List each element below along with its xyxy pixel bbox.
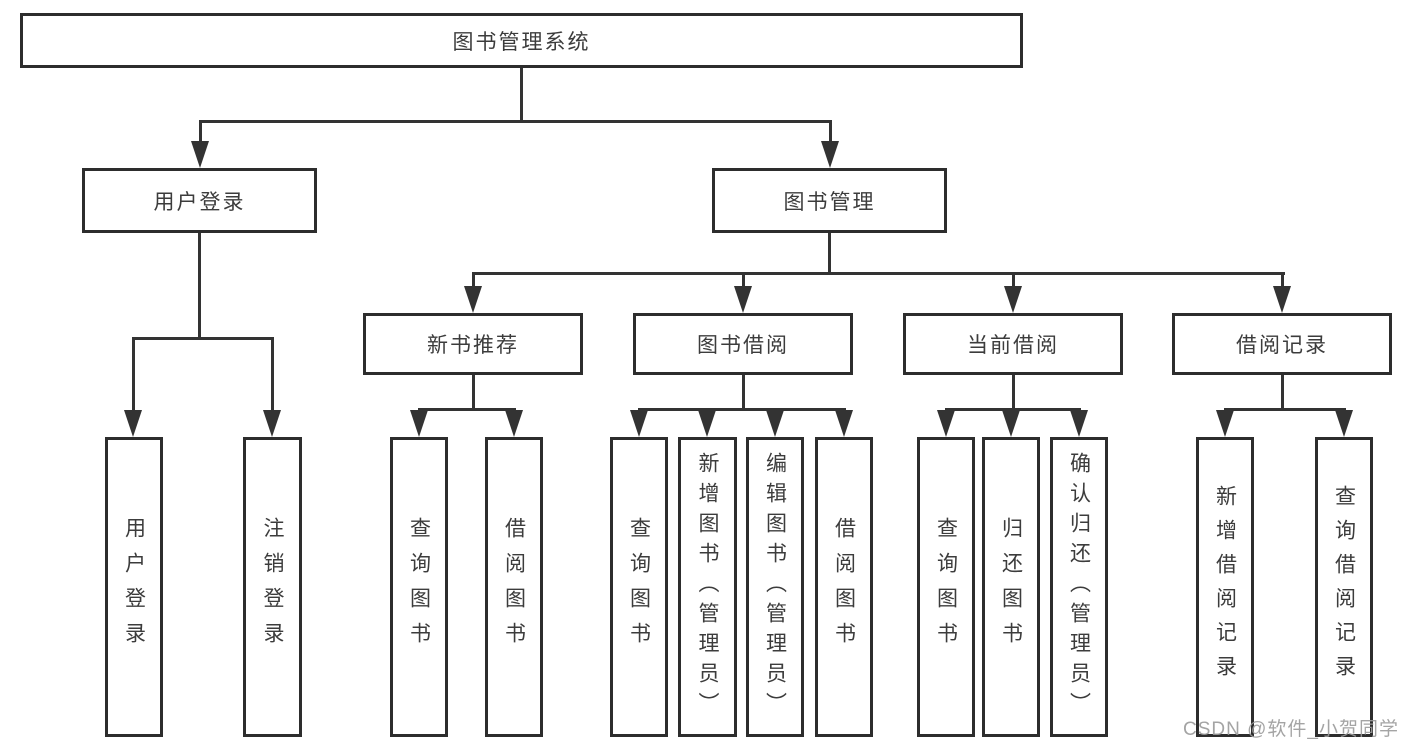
connector-branch xyxy=(132,337,274,340)
arrow-down-icon xyxy=(1335,410,1353,437)
leaf-borrow-books: 借阅图书 xyxy=(815,437,873,737)
leaf-label: 查询图书 xyxy=(934,517,958,657)
arrow-down-icon xyxy=(191,141,209,168)
leaf-label: 新增图书（管理员） xyxy=(696,452,719,722)
node-borrowing-records: 借阅记录 xyxy=(1172,313,1392,375)
arrow-down-icon xyxy=(464,286,482,313)
leaf-query-books-current: 查询图书 xyxy=(917,437,975,737)
arrow-down-icon xyxy=(734,286,752,313)
arrow-down-icon xyxy=(410,410,428,437)
node-new-book-recommendation: 新书推荐 xyxy=(363,313,583,375)
arrow-down-icon xyxy=(263,410,281,437)
csdn-watermark: CSDN @软件_小贺同学 xyxy=(1183,719,1399,740)
connector-stem xyxy=(472,375,475,408)
connector-branch xyxy=(1224,408,1346,411)
leaf-label: 查询借阅记录 xyxy=(1332,485,1356,689)
leaf-label: 查询图书 xyxy=(627,517,651,657)
connector-stem xyxy=(1012,375,1015,408)
connector-root-branch xyxy=(199,120,832,123)
leaf-label: 编辑图书（管理员） xyxy=(763,452,787,722)
node-user-login: 用户登录 xyxy=(82,168,317,233)
connector-branch xyxy=(945,408,1081,411)
connector-branch xyxy=(638,408,846,411)
node-current-borrowing: 当前借阅 xyxy=(903,313,1123,375)
connector-drop xyxy=(829,120,832,143)
arrow-down-icon xyxy=(835,410,853,437)
connector-stem xyxy=(742,375,745,408)
arrow-down-icon xyxy=(124,410,142,437)
connector-drop xyxy=(1012,272,1015,288)
connector-stem xyxy=(198,233,201,337)
node-library-management-system: 图书管理系统 xyxy=(20,13,1023,68)
node-book-management: 图书管理 xyxy=(712,168,947,233)
arrow-down-icon xyxy=(1273,286,1291,313)
connector-drop xyxy=(132,337,135,412)
leaf-return-books: 归还图书 xyxy=(982,437,1040,737)
arrow-down-icon xyxy=(1216,410,1234,437)
leaf-borrow-books-recommend: 借阅图书 xyxy=(485,437,543,737)
node-book-borrowing: 图书借阅 xyxy=(633,313,853,375)
arrow-down-icon xyxy=(1002,410,1020,437)
leaf-label: 查询图书 xyxy=(407,517,431,657)
connector-drop xyxy=(742,272,745,288)
connector-root-stem xyxy=(520,68,523,120)
leaf-query-books-recommend: 查询图书 xyxy=(390,437,448,737)
arrow-down-icon xyxy=(505,410,523,437)
leaf-add-borrow-record: 新增借阅记录 xyxy=(1196,437,1254,737)
leaf-query-books-borrowing: 查询图书 xyxy=(610,437,668,737)
connector-drop xyxy=(199,120,202,143)
leaf-edit-books-admin: 编辑图书（管理员） xyxy=(746,437,804,737)
leaf-user-login: 用户登录 xyxy=(105,437,163,737)
connector-drop xyxy=(1281,272,1284,288)
arrow-down-icon xyxy=(1004,286,1022,313)
arrow-down-icon xyxy=(821,141,839,168)
leaf-query-borrow-record: 查询借阅记录 xyxy=(1315,437,1373,737)
leaf-label: 注销登录 xyxy=(261,517,284,657)
arrow-down-icon xyxy=(937,410,955,437)
arrow-down-icon xyxy=(698,410,716,437)
leaf-label: 借阅图书 xyxy=(502,517,526,657)
arrow-down-icon xyxy=(1070,410,1088,437)
connector-stem xyxy=(828,233,831,272)
leaf-add-books-admin: 新增图书（管理员） xyxy=(678,437,737,737)
connector-branch xyxy=(472,272,1285,275)
connector-stem xyxy=(1281,375,1284,408)
connector-branch xyxy=(418,408,516,411)
leaf-label: 确认归还（管理员） xyxy=(1067,452,1091,722)
leaf-logout: 注销登录 xyxy=(243,437,302,737)
leaf-label: 新增借阅记录 xyxy=(1213,485,1237,689)
leaf-label: 归还图书 xyxy=(999,517,1023,657)
connector-drop xyxy=(271,337,274,412)
connector-drop xyxy=(472,272,475,288)
leaf-label: 借阅图书 xyxy=(832,517,856,657)
arrow-down-icon xyxy=(766,410,784,437)
leaf-confirm-return-admin: 确认归还（管理员） xyxy=(1050,437,1108,737)
arrow-down-icon xyxy=(630,410,648,437)
leaf-label: 用户登录 xyxy=(122,517,146,657)
